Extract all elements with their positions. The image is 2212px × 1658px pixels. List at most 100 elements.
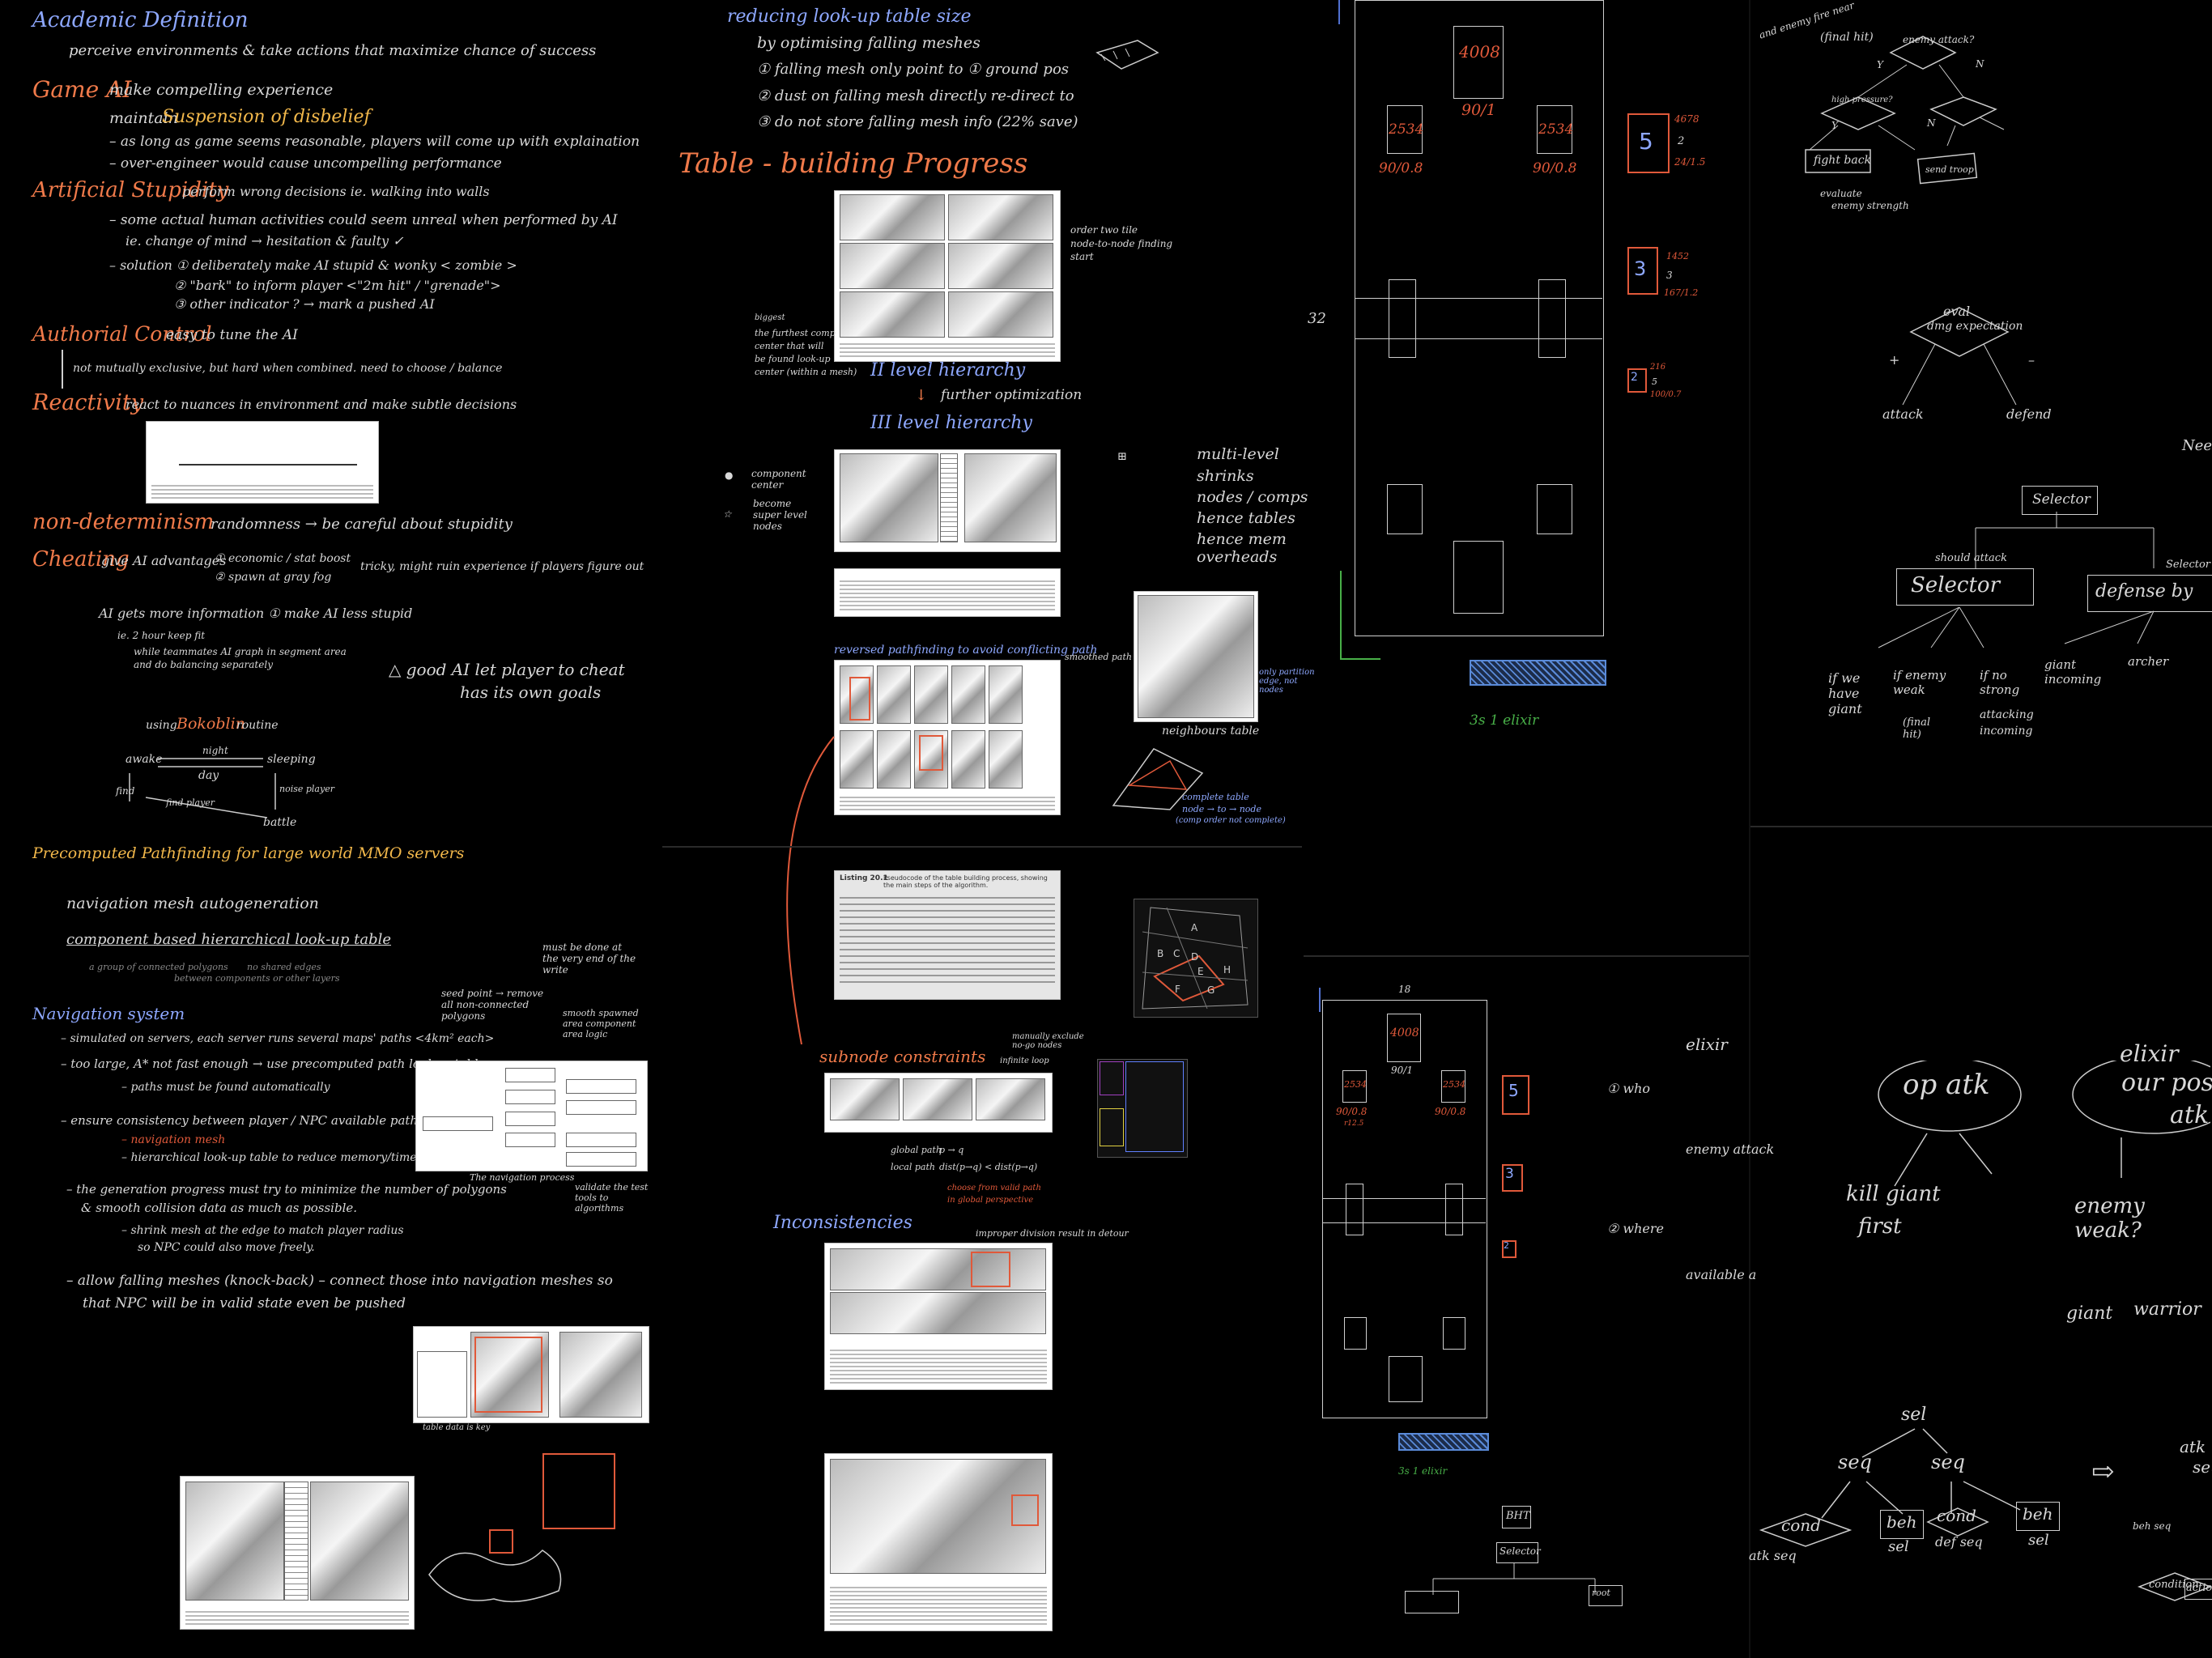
nav-b3b: – hierarchical look-up table to reduce m… [121,1151,445,1164]
small-card-5[interactable] [1502,1075,1529,1115]
player-king-tower [1453,541,1504,614]
card-3-n1: 1452 [1666,251,1689,261]
nav-b4b: & smooth collision data as much as possi… [81,1201,358,1215]
fsm-day: day [198,769,219,782]
final-hit-q: (final hit) [1820,31,1874,44]
small-card-3[interactable] [1502,1164,1523,1192]
y-label-2: Y [1831,120,1838,131]
academic-desc: perceive environments & take actions tha… [69,42,597,59]
nav-b3: – ensure consistency between player / NP… [61,1113,424,1128]
authorial-note: not mutually exclusive, but hard when co… [73,362,503,375]
stupidity-b1: – some actual human activities could see… [109,212,618,228]
start-note: start [1070,251,1094,262]
more-info-ex: ie. 2 hour keep fit [117,630,206,641]
if-we-have-giant: if we have giant [1828,670,1862,716]
fsm-find: find [116,785,135,797]
component-lookup: component based hierarchical look-up tab… [66,931,392,948]
card-5-n2: 2 [1678,135,1685,147]
king-tower-hp: 4008 [1459,42,1500,62]
river-top [1355,298,1602,299]
cheat-opt-1: ① economic / stat boost [215,552,351,565]
seq-1: seq [1838,1451,1872,1473]
atk-seq-label: atk seq [1749,1548,1797,1563]
game-ai-title: Game AI [32,76,132,103]
seq-2: seq [1931,1451,1965,1473]
seed-point-note: seed point → remove all non-connected po… [441,988,544,1022]
bullet-dot-icon: ● [725,470,734,481]
reducing-title: reducing look-up table size [727,6,972,27]
arena-board [1355,0,1604,636]
enemy-weak-q: enemy weak? [2074,1194,2145,1243]
where-note: ② where [1607,1221,1665,1236]
validate-note: validate the test tools to algorithms [575,1182,649,1214]
defense-by-box [2087,575,2212,612]
nav-b4: – the generation progress must try to mi… [66,1182,507,1197]
small-card-2[interactable] [1502,1240,1516,1258]
opt-3: ③ do not store falling mesh info (22% sa… [757,113,1078,130]
furthest-note: the furthest comp [755,328,836,338]
if-no-strong: if no strong [1980,668,2020,697]
card-3[interactable] [1627,247,1658,295]
card-2-cost: 2 [1631,371,1638,384]
bridge-left [1389,279,1416,358]
nondet-desc: randomness → be careful about stupidity [211,516,513,533]
smoothed-note: smoothed path [1065,652,1132,662]
center-note: center that will [755,341,824,351]
game-ai-desc: make compelling experience [109,81,334,99]
nav-process-caption: The navigation process [470,1172,575,1183]
warrior-leaf: warrior [2133,1299,2201,1320]
component-note-2: no shared edges [247,962,321,972]
divider-col3 [1304,955,1749,957]
bullet-overengineer: – over-engineer would cause uncompelling… [109,155,502,172]
defense-by-label: defense by [2095,581,2193,602]
smooth-spawn-note: smooth spawned area component area logic [563,1008,639,1039]
selector-node-label: Selector [1499,1545,1541,1557]
bubble-arrows [1894,1133,2122,1187]
order-two-note: order two tile [1070,224,1138,236]
small-arena-width: 18 [1398,984,1411,995]
card-2[interactable] [1627,368,1647,393]
obstacles-figure [413,1326,649,1423]
fsm-night: night [202,745,228,756]
card-5-cost: 5 [1639,128,1653,155]
manually-exclude-note: manually exclude no-go nodes [1012,1032,1084,1050]
table-data-note: table data is key [423,1423,491,1432]
listing-figure: Listing 20.1 Pseudocode of the table bui… [834,870,1061,1000]
global-path-note: global path [891,1145,942,1155]
leaf-left [1405,1591,1459,1613]
action-box [2184,1579,2212,1600]
card-5[interactable] [1627,113,1670,173]
nondet-title: non-determinism [32,510,215,534]
selector-mid-label: Selector [1911,573,2000,597]
sel-2: sel [1888,1538,1909,1555]
inconsistencies-figure [824,1243,1053,1390]
small-right-hp: 2534 [1443,1079,1465,1090]
available-note: available a [1686,1267,1757,1282]
sel-3: sel [2028,1532,2049,1549]
selector-right-label: Selector [2166,559,2210,571]
lane-width-label: 32 [1308,310,1326,327]
leaf-branches [1878,607,2155,648]
stupidity-title: Artificial Stupidity [32,178,229,202]
bht-branches [1432,1562,1596,1595]
bokoblin-prefix: using [146,719,177,732]
nav-process-figure [415,1061,648,1171]
card-3-n2: 3 [1666,270,1673,281]
cond-2-diamond [1926,1507,1989,1537]
subnode-figure [824,1073,1053,1133]
fight-back-node: fight back [1814,154,1872,167]
become-super-note: become super level nodes [753,498,807,532]
card-2-n2: 5 [1652,376,1657,387]
small-left-stats: 90/0.8 [1336,1106,1368,1117]
small-elixir-bar [1398,1433,1489,1451]
node-to-node-note: node-to-node finding [1070,238,1173,249]
navmesh-gen: navigation mesh autogeneration [66,895,319,912]
comp-order-note: (comp order not complete) [1176,816,1286,825]
small-king-hp: 4008 [1390,1027,1419,1039]
listing-title: Listing 20.1 [840,874,888,882]
component-note-1: a group of connected polygons [89,962,228,972]
attack-leaf: attack [1882,406,1924,422]
n-label-2: N [1927,117,1936,129]
eval-sub: dmg expectation [1927,320,2023,333]
authorial-desc: easy to tune the AI [166,327,298,343]
